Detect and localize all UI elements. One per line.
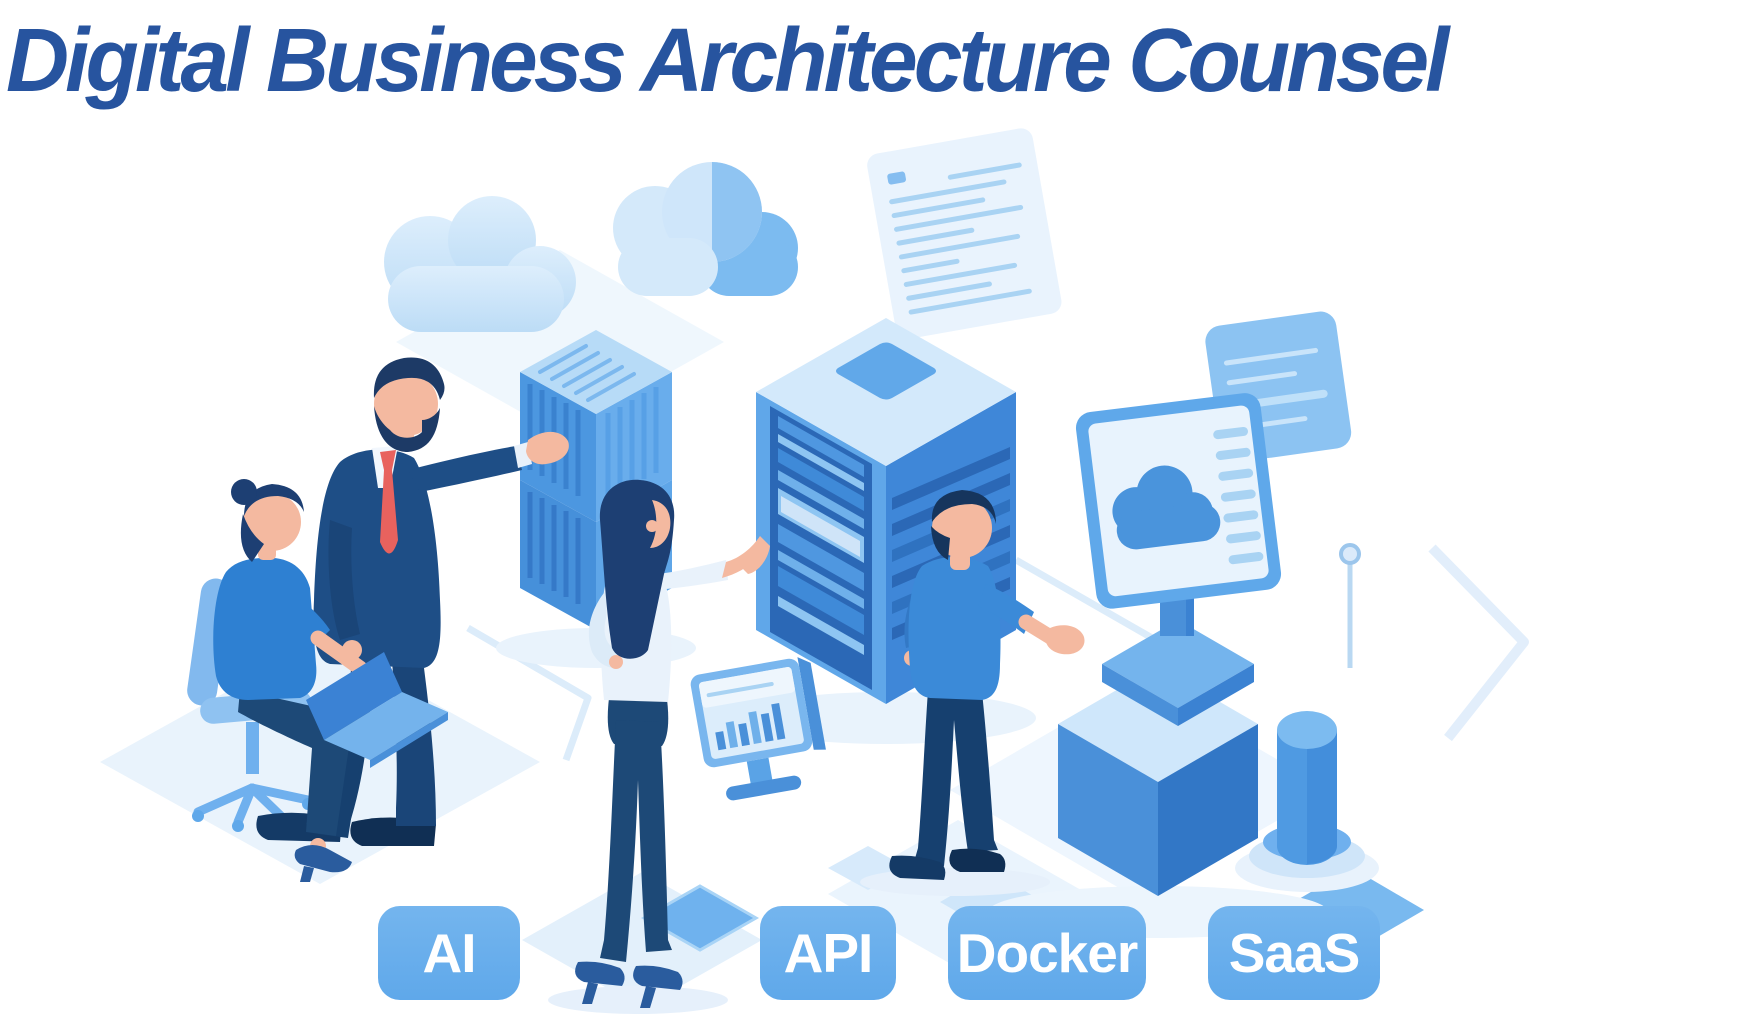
bollard-icon (1235, 711, 1379, 892)
network-node-icon (1339, 543, 1361, 668)
cloud-icon (384, 196, 576, 332)
tag-ai: AI (378, 906, 520, 1000)
cloud-monitor-icon (1075, 393, 1282, 609)
pedestal-icon (988, 586, 1328, 938)
bar-chart-monitor-icon (690, 657, 826, 801)
tag-saas: SaaS (1208, 906, 1380, 1000)
code-panel-icon (867, 128, 1062, 339)
standing-man (860, 490, 1085, 896)
standing-woman (548, 479, 770, 1014)
seated-woman-laptop (213, 479, 448, 882)
tag-docker: Docker (948, 906, 1146, 1000)
cloud-3d-icon (613, 162, 798, 296)
page-title: Digital Business Architecture Counsel (6, 11, 1449, 111)
tag-api: API (760, 906, 896, 1000)
